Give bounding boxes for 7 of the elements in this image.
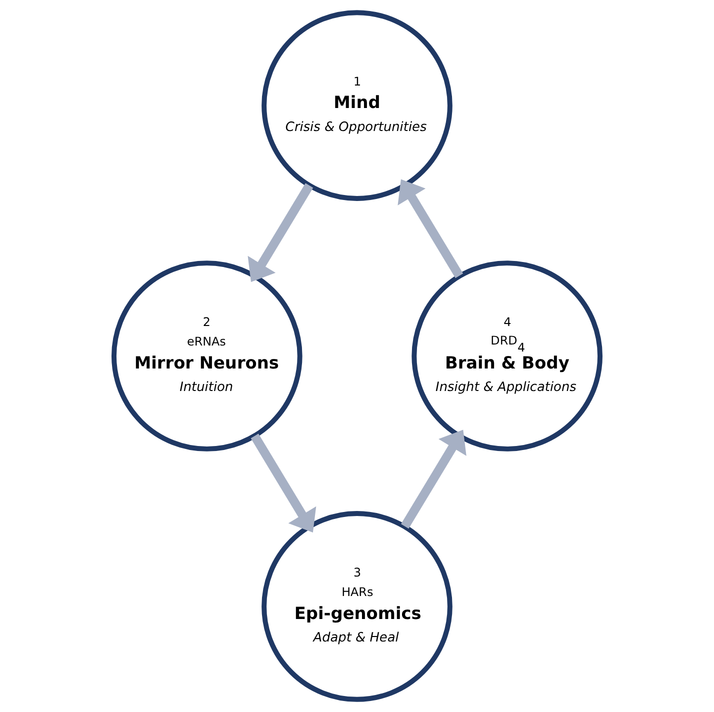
arrow [248,183,314,282]
arrow [398,179,464,278]
node-circle: 1 Mind Crisis & Opportunities [262,10,452,201]
node-circle: 2 eRNAs Mirror Neurons Intuition [112,260,302,452]
node-circle: 3 HARs Epi-genomics Adapt & Heal [262,511,452,702]
arrow [250,434,316,532]
arrow [401,430,466,529]
